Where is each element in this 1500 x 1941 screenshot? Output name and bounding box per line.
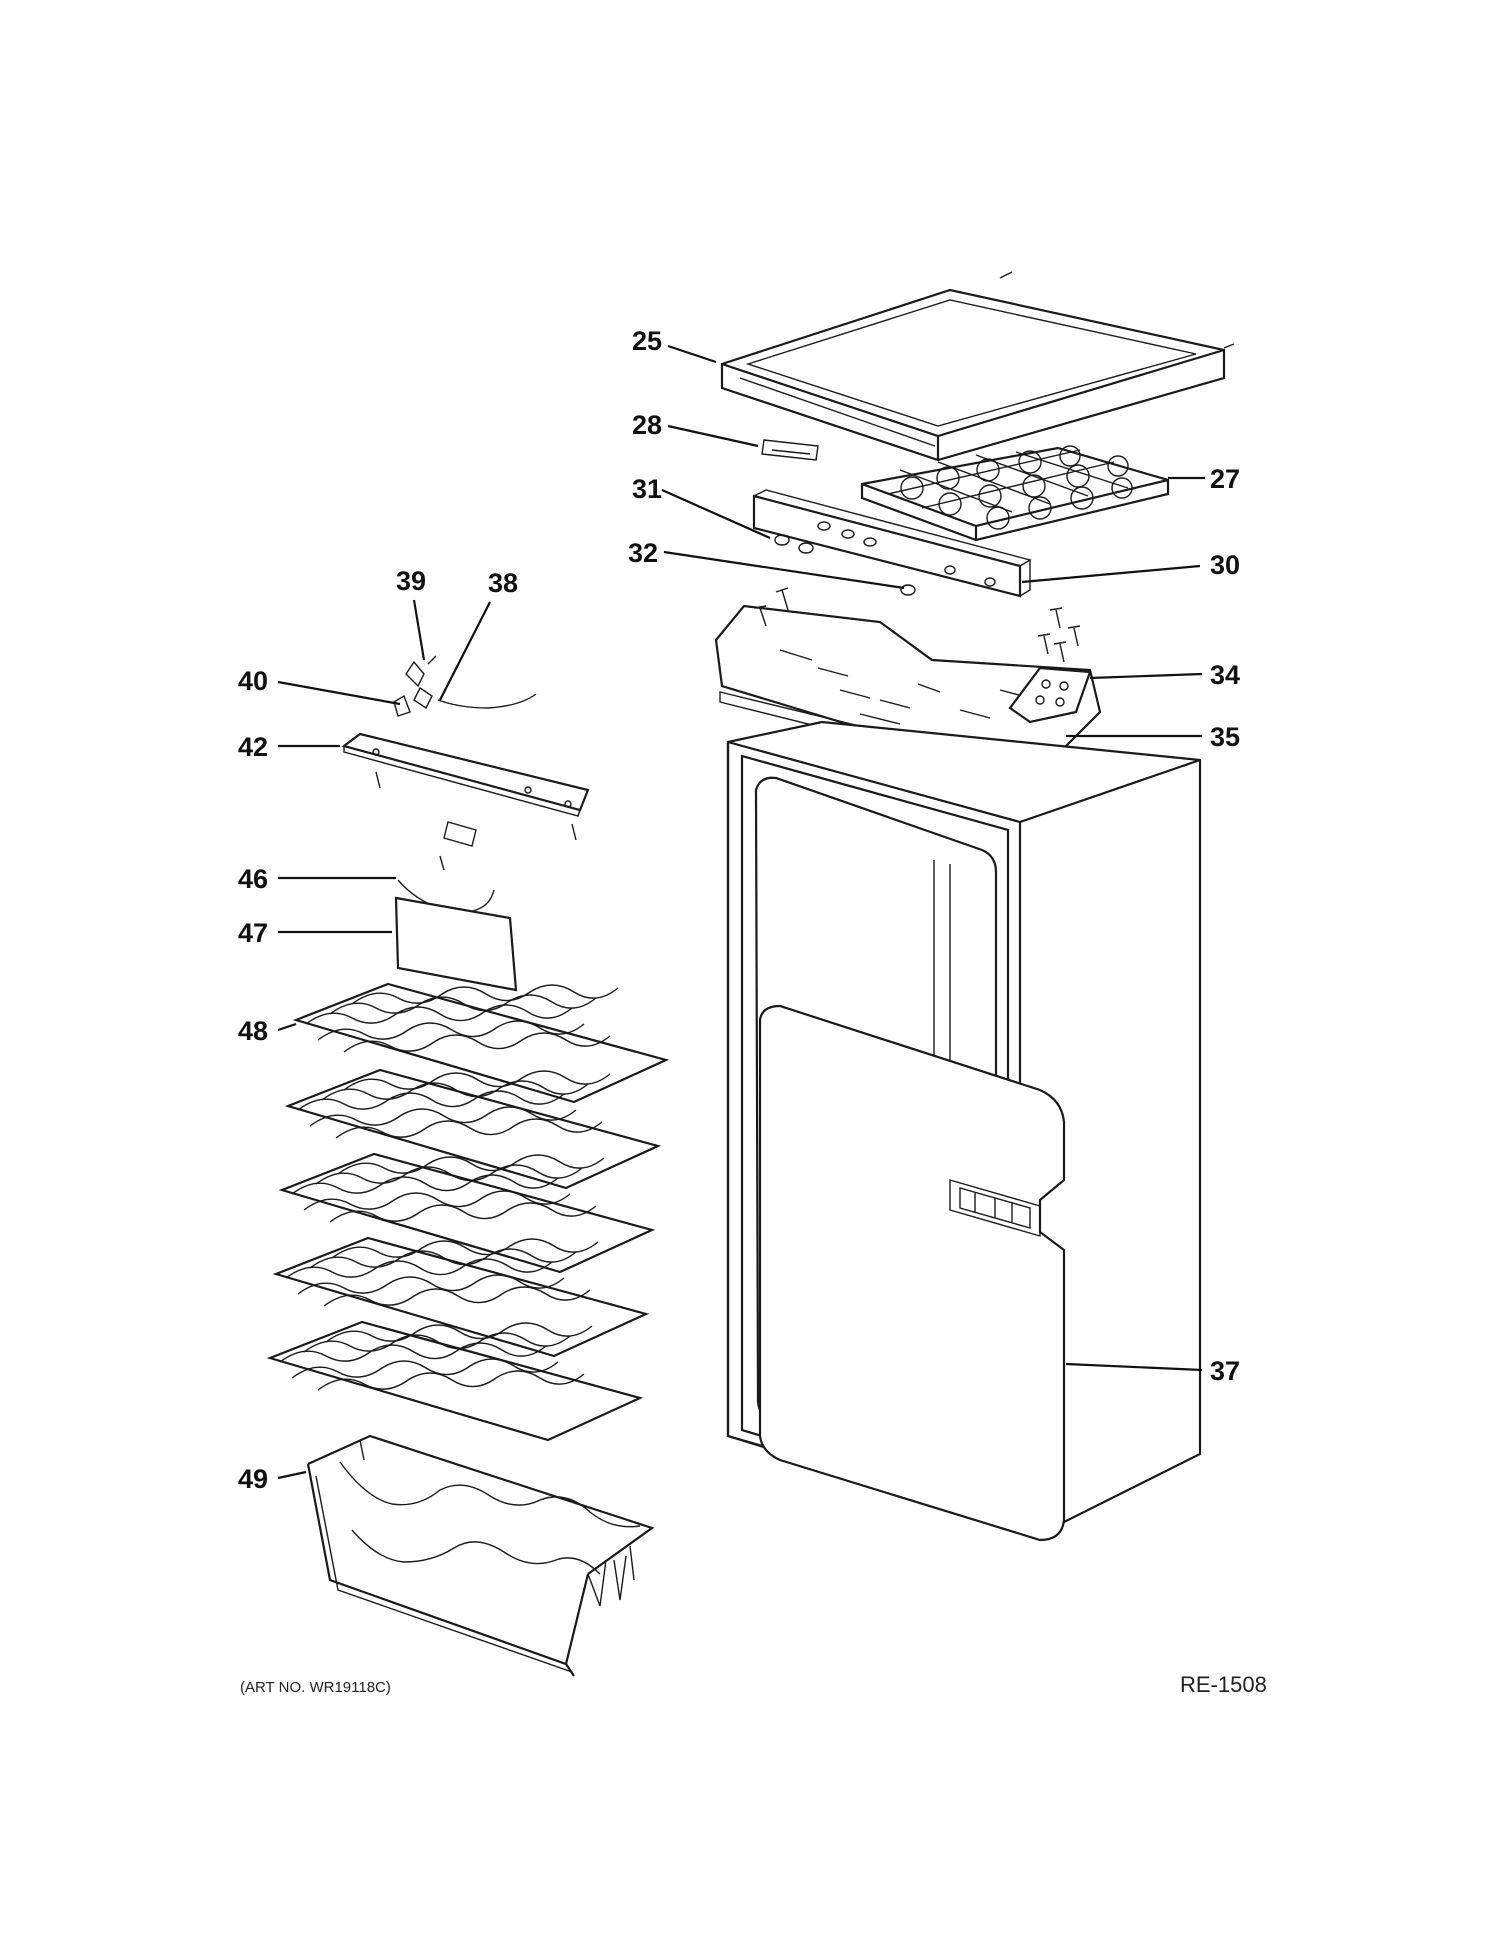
- wire-shelf-3: [278, 1152, 656, 1274]
- top-cover-part: [720, 271, 1235, 462]
- art-number: (ART NO. WR19118C): [240, 1679, 391, 1696]
- wire-shelf-1: [292, 982, 670, 1104]
- callout-38: 38: [488, 568, 518, 598]
- callout-35: 35: [1210, 722, 1240, 752]
- callout-42: 42: [238, 732, 268, 762]
- top-bracket-part: [714, 587, 1102, 783]
- callout-34: 34: [1210, 660, 1240, 690]
- callout-49: 49: [238, 1464, 268, 1494]
- callout-37: 37: [1210, 1356, 1240, 1386]
- label-plate-part: [761, 439, 819, 461]
- reference-code: RE-1508: [1180, 1672, 1267, 1697]
- leader-lines: [277, 344, 1205, 1480]
- callout-39: 39: [396, 566, 426, 596]
- callout-27: 27: [1210, 464, 1240, 494]
- control-grid-part: [860, 445, 1170, 542]
- callout-30: 30: [1210, 550, 1240, 580]
- callout-48: 48: [238, 1016, 268, 1046]
- cabinet-body-part: [726, 720, 1202, 1542]
- callout-25: 25: [632, 326, 662, 356]
- callout-32: 32: [628, 538, 658, 568]
- callout-31: 31: [632, 474, 662, 504]
- callout-labels: 25 28 27 31 32 30 39 38 40 34 42 35 46 4…: [238, 326, 1240, 1494]
- callout-28: 28: [632, 410, 662, 440]
- wire-shelves-part: [266, 982, 670, 1442]
- wire-shelf-2: [284, 1068, 662, 1190]
- callout-46: 46: [238, 864, 268, 894]
- wire-shelf-4: [272, 1236, 650, 1358]
- light-assembly-part: [341, 655, 590, 992]
- callout-40: 40: [238, 666, 268, 696]
- wire-shelf-5: [266, 1320, 644, 1442]
- bottom-rack-part: [306, 1434, 655, 1677]
- callout-47: 47: [238, 918, 268, 948]
- control-bar-part: [752, 489, 1032, 598]
